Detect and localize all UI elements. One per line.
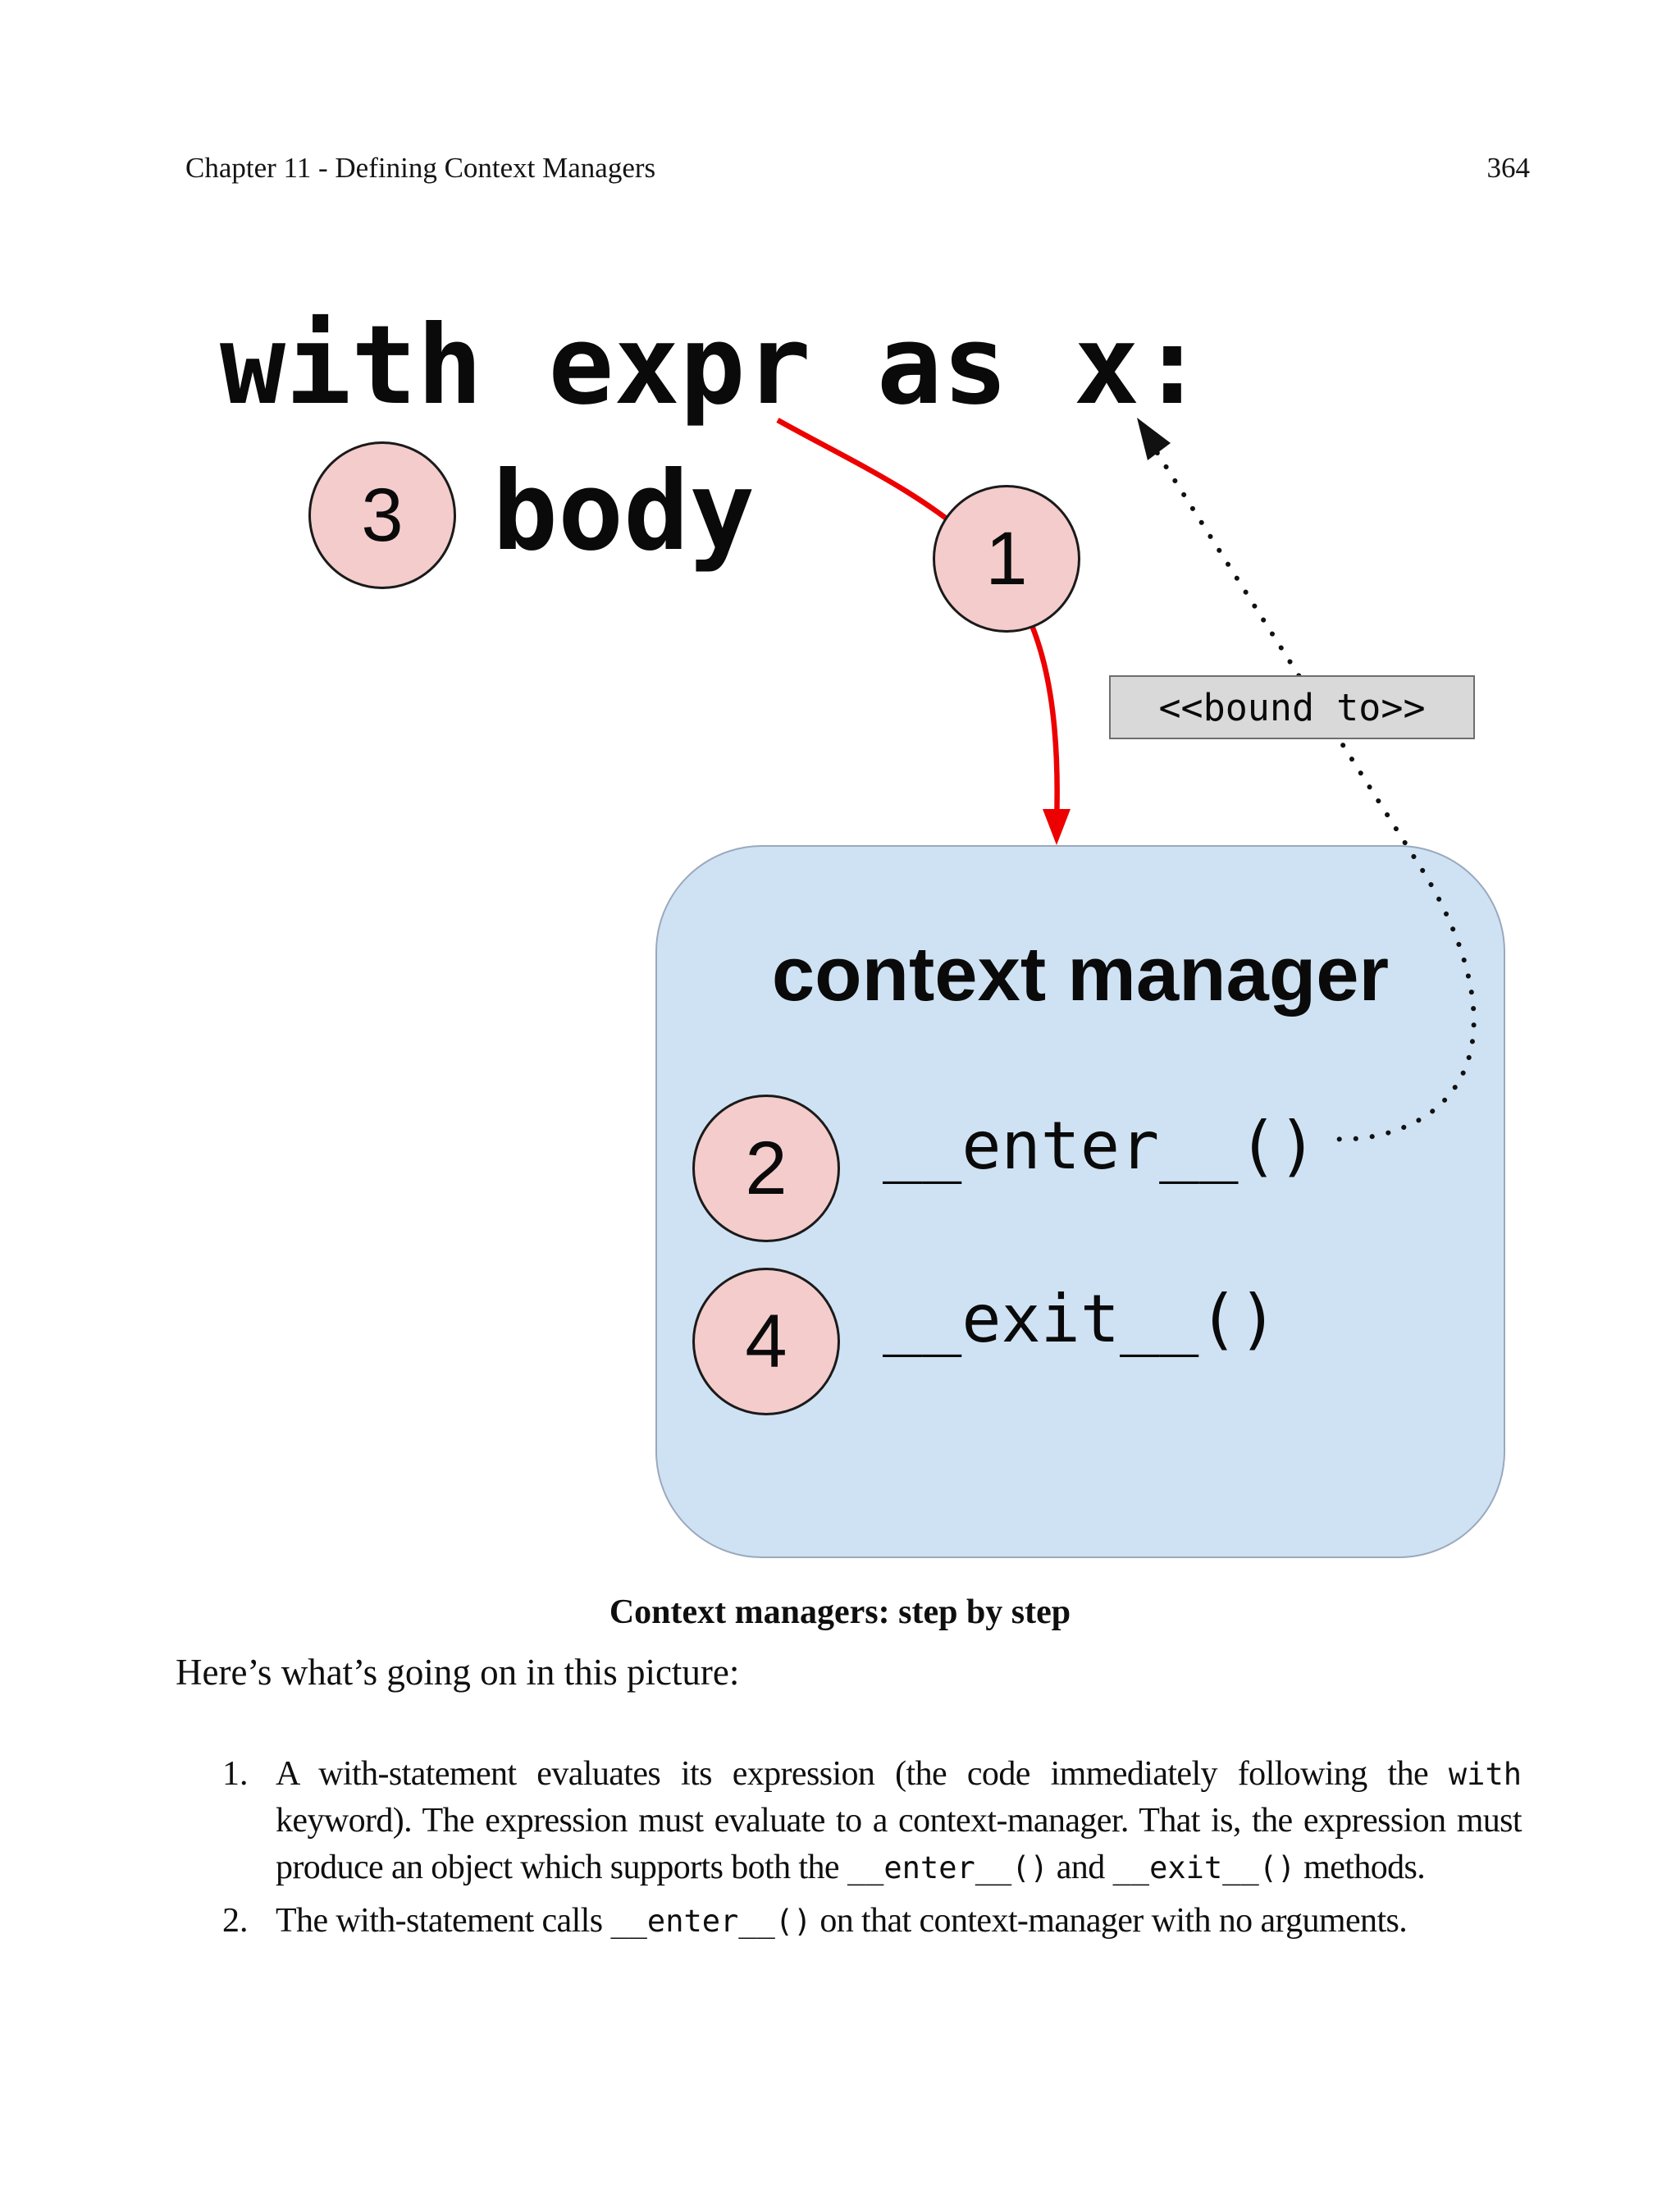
inline-code: __enter__() — [610, 1904, 812, 1939]
list-item-text: A with-statement evaluates its expressio… — [276, 1755, 1449, 1793]
list-item-text: keyword). The expression must evaluate t… — [276, 1802, 1522, 1886]
list-item-text: The with-statement calls — [276, 1902, 611, 1940]
list-item-text: and — [1048, 1849, 1113, 1886]
step-badge-1-number: 1 — [985, 517, 1028, 601]
bound-to-text: <<bound to>> — [1158, 685, 1426, 729]
context-manager-title: context manager — [771, 930, 1390, 1017]
step-badge-3: 3 — [308, 441, 456, 589]
inline-code: __exit__() — [1112, 1850, 1296, 1886]
list-item: 2. The with-statement calls __enter__() … — [222, 1898, 1522, 1945]
exit-method-label: __exit__() — [883, 1281, 1278, 1357]
red-arrowhead-icon — [1043, 809, 1071, 845]
with-statement-code: with expr as x: — [220, 303, 1206, 429]
list-item-text: methods. — [1295, 1849, 1426, 1886]
inline-code: __enter__() — [847, 1850, 1048, 1886]
list-marker: 2. — [222, 1902, 249, 1940]
step-badge-2-number: 2 — [745, 1127, 788, 1210]
body-code: body — [492, 449, 756, 575]
ordered-list: 1. A with-statement evaluates its expres… — [222, 1751, 1522, 1951]
list-item: 1. A with-statement evaluates its expres… — [222, 1751, 1522, 1891]
chapter-header: Chapter 11 - Defining Context Managers — [185, 152, 656, 184]
intro-paragraph: Here’s what’s going on in this picture: — [176, 1652, 740, 1693]
step-badge-1: 1 — [933, 485, 1080, 633]
inline-code: with — [1448, 1757, 1522, 1792]
enter-method-label: __enter__() — [883, 1108, 1317, 1184]
step-badge-3-number: 3 — [361, 473, 404, 557]
bound-to-label: <<bound to>> — [1109, 675, 1475, 739]
figure-caption: Context managers: step by step — [609, 1593, 1071, 1631]
step-badge-2: 2 — [692, 1095, 840, 1242]
step-badge-4-number: 4 — [745, 1300, 788, 1383]
page-number: 364 — [1486, 152, 1531, 184]
list-marker: 1. — [222, 1755, 249, 1793]
step-badge-4: 4 — [692, 1268, 840, 1415]
list-item-text: on that context-manager with no argument… — [811, 1902, 1408, 1940]
